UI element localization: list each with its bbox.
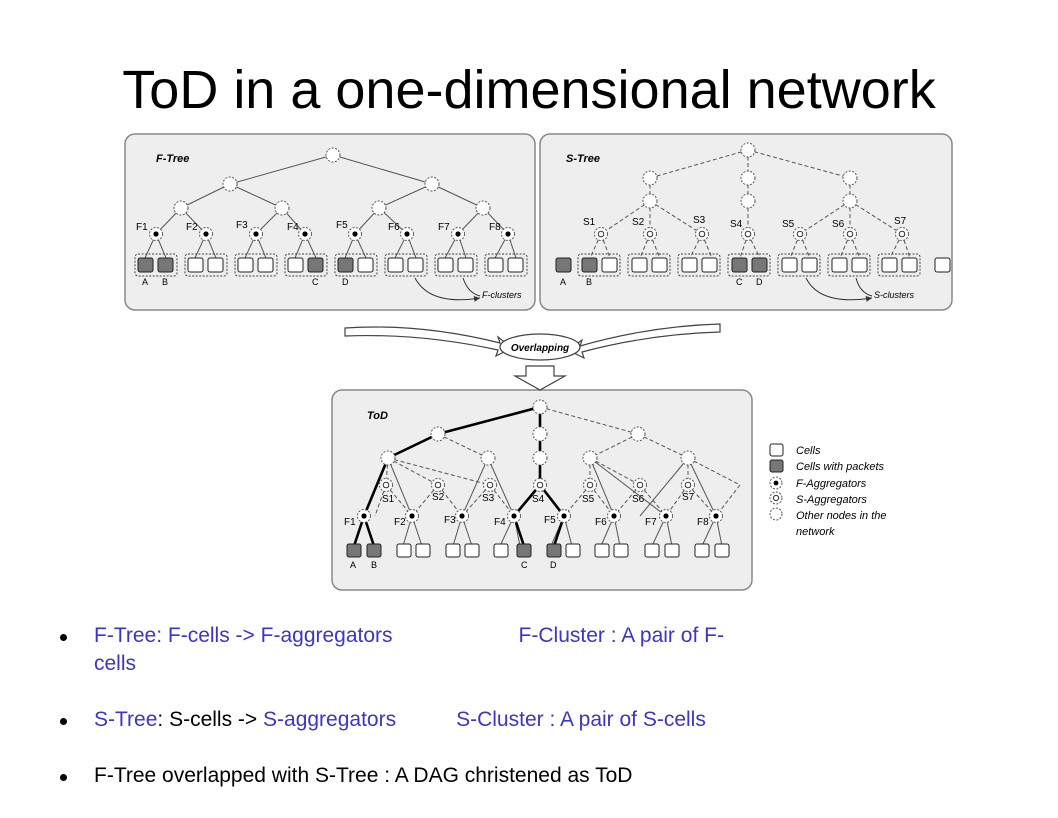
- tod-s-label: S4: [532, 494, 545, 505]
- tod-f-label: F7: [645, 517, 657, 528]
- cell-label: D: [342, 277, 349, 287]
- ftree-cells: [137, 257, 524, 273]
- bullet-text: F-Tree overlapped with S-Tree : A DAG ch…: [94, 764, 633, 787]
- cell-label: B: [162, 277, 168, 287]
- stree-nodes: [642, 142, 858, 209]
- cell-label: C: [312, 277, 319, 287]
- tod-s-label: S5: [582, 494, 595, 505]
- packet-cell-icon: [769, 459, 784, 473]
- ftree-agg-label: F7: [438, 222, 450, 233]
- down-arrow: [512, 365, 568, 391]
- ftree-agg-label: F6: [388, 222, 400, 233]
- empty-cell-icon: [769, 443, 784, 457]
- ftree-agg-label: F1: [136, 222, 148, 233]
- ftree-agg-label: F5: [336, 220, 348, 231]
- tod-bold-edges: [352, 405, 566, 547]
- ftree-label: F-Tree: [156, 153, 189, 165]
- ftree-agg-label: F2: [186, 222, 198, 233]
- tod-f-label: F2: [394, 517, 406, 528]
- bullet-dot-icon: [60, 634, 67, 641]
- stree-agg-label: S6: [832, 219, 845, 230]
- tod-f-label: F8: [697, 517, 709, 528]
- other-node-icon: [769, 507, 783, 521]
- tod-s-label: S3: [482, 493, 495, 504]
- tod-nodes: [380, 399, 696, 466]
- cell-label: B: [586, 277, 592, 287]
- tod-diagram: F-Tree S-Tree ToD F1 F2: [124, 133, 953, 591]
- tod-cells: [346, 543, 730, 558]
- stree-agg-label: S2: [632, 217, 645, 228]
- bullet-list: F-Tree: F-cells -> F-aggregators F-Cluste…: [60, 622, 1020, 818]
- ftree-nodes: [173, 147, 491, 216]
- legend-label: Cells: [796, 445, 821, 457]
- legend-label: network: [796, 526, 835, 538]
- ftree-cell-groups: [134, 253, 528, 277]
- legend-label: Other nodes in the: [796, 510, 887, 522]
- bullet-item: S-Tree: S-cells -> S-aggregators S-Cluste…: [60, 706, 1020, 734]
- tod-f-label: F3: [444, 515, 456, 526]
- stree-aggregators: [594, 227, 909, 241]
- cell-label: A: [350, 560, 356, 570]
- cell-label: C: [736, 277, 743, 287]
- tod-f-label: F4: [494, 517, 506, 528]
- bullet-item: F-Tree: F-cells -> F-aggregators F-Cluste…: [60, 622, 1020, 678]
- bullet-text: cells: [94, 652, 137, 675]
- tod-f-aggregators: [357, 509, 723, 523]
- stree-cluster-arrow: [855, 277, 873, 297]
- bullet-dot-icon: [60, 774, 67, 781]
- cell-label: A: [142, 277, 148, 287]
- s-aggregator-icon: [769, 491, 783, 505]
- bullet-text: S-Tree: [94, 708, 158, 731]
- tod-s-label: S2: [432, 492, 445, 503]
- bullet-text: F-Cluster : A pair of F-: [518, 624, 724, 647]
- stree-agg-label: S3: [693, 215, 706, 226]
- cell-label: D: [550, 560, 557, 570]
- legend-label: S-Aggregators: [796, 494, 867, 506]
- cell-label: A: [560, 277, 566, 287]
- ftree-clusters-label: F-clusters: [482, 290, 522, 300]
- tod-s-label: S7: [682, 492, 695, 503]
- legend-label: F-Aggregators: [796, 478, 867, 490]
- tod-s-aggregators: [379, 478, 695, 492]
- stree-agg-label: S7: [894, 216, 907, 227]
- ftree-agg-label: F3: [236, 220, 248, 231]
- slide-title: ToD in a one-dimensional network: [122, 60, 936, 120]
- ftree-agg-label: F4: [287, 222, 299, 233]
- tod-f-label: F5: [544, 515, 556, 526]
- stree-agg-label: S4: [730, 219, 743, 230]
- cell-label: D: [756, 277, 763, 287]
- cell-label: C: [521, 560, 528, 570]
- bullet-text: : S-cells ->: [157, 708, 264, 731]
- stree-agg-label: S1: [583, 217, 596, 228]
- bullet-item: F-Tree overlapped with S-Tree : A DAG ch…: [60, 762, 1020, 790]
- cell-label: B: [371, 560, 377, 570]
- stree-cell-groups: [577, 253, 921, 277]
- legend: Cells Cells with packets F-Aggregators S…: [769, 443, 887, 538]
- tod-f-label: F1: [344, 517, 356, 528]
- stree-agg-label: S5: [782, 219, 795, 230]
- overlapping-label: Overlapping: [511, 343, 569, 354]
- f-aggregator-icon: [769, 476, 783, 490]
- tod-f-label: F6: [595, 517, 607, 528]
- bullet-text: S-aggregators: [263, 708, 397, 731]
- ftree-aggregators: [149, 227, 515, 241]
- legend-label: Cells with packets: [796, 461, 885, 473]
- stree-cells: [555, 257, 951, 273]
- bullet-dot-icon: [60, 718, 67, 725]
- left-merge-arrow: [344, 326, 514, 358]
- stree-cluster-arrow: [805, 277, 873, 302]
- stree-panel: [539, 133, 953, 311]
- ftree-agg-label: F8: [489, 222, 501, 233]
- stree-label: S-Tree: [566, 153, 600, 165]
- ftree-cluster-arrow: [462, 277, 481, 297]
- bullet-text: F-Tree: F-cells -> F-aggregators: [94, 624, 393, 647]
- stree-clusters-label: S-clusters: [874, 290, 915, 300]
- overlapping-ellipse: [499, 333, 581, 361]
- right-merge-arrow: [566, 323, 721, 360]
- ftree-cluster-arrow: [414, 277, 481, 302]
- bullet-text: S-Cluster : A pair of S-cells: [456, 708, 706, 731]
- tod-s-label: S1: [382, 494, 395, 505]
- tod-s-label: S6: [632, 494, 645, 505]
- tod-label: ToD: [367, 410, 388, 422]
